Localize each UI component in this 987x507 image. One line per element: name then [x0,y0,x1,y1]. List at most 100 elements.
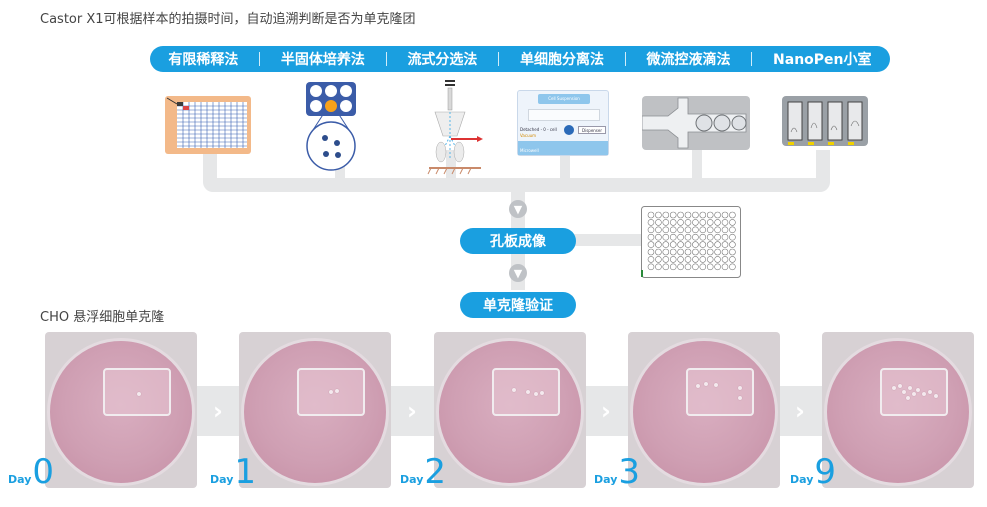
well [699,241,707,248]
well [684,211,692,219]
well [721,248,729,256]
divider [498,52,500,66]
well [684,248,692,256]
chevron-right-icon: › [407,397,417,425]
well [729,226,736,234]
well [692,219,699,226]
well [729,256,736,263]
well [669,233,677,241]
well [692,263,699,271]
day-image-0 [45,332,197,488]
well [721,263,729,271]
divider [751,52,753,66]
well [706,263,714,271]
well [706,211,714,219]
magnified-region [880,368,948,416]
well [647,263,655,271]
day-image-2 [434,332,586,488]
intro-text: Castor X1可根据样本的拍摄时间，自动追溯判断是否为单克隆团 [40,12,416,27]
method-semi-solid: 半固体培养法 [280,52,365,68]
well [714,233,721,241]
magnified-region [297,368,365,416]
well [662,241,670,248]
six-well-plate-icon [283,80,379,172]
day-image-3 [628,332,780,488]
well [655,219,662,226]
well [662,226,670,234]
well [729,219,736,226]
well [677,241,684,248]
well [699,219,707,226]
divider [624,52,626,66]
chip-label-left: Detached - 0 - cell [520,127,557,132]
magnified-region [686,368,754,416]
well [655,233,662,241]
well [706,219,714,226]
well [684,263,692,271]
arrow-down-icon: ▼ [509,264,527,282]
well [692,256,699,263]
well [706,233,714,241]
well [692,226,699,234]
well [647,248,655,256]
well [721,211,729,219]
flow-sorter-icon [402,78,498,178]
nanopen-chamber-icon [777,88,873,156]
well [669,241,677,248]
well [669,211,677,219]
well [714,211,721,219]
connector-to-plate [560,234,642,246]
ninety-six-well-plate-icon [641,206,741,278]
chip-label-right: Dispenser [578,126,606,134]
day-strip: › › › › [45,332,975,488]
well [647,219,655,226]
well [706,256,714,263]
well [677,256,684,263]
well [662,211,670,219]
well [655,211,662,219]
well [714,263,721,271]
well [647,226,655,234]
well [729,233,736,241]
well [662,233,670,241]
well [684,219,692,226]
cell-separation-chip-icon: Cell Suspension Detached - 0 - cell Vacu… [515,88,611,158]
well [714,241,721,248]
connector-horizontal [203,178,830,192]
day-label-0: Day 0 [8,452,55,492]
well [669,219,677,226]
well [714,248,721,256]
day-image-9 [822,332,974,488]
well [655,263,662,271]
well [669,263,677,271]
well [677,233,684,241]
well [699,233,707,241]
well [647,256,655,263]
well [655,241,662,248]
connector-left-drop [203,150,217,190]
arrow-down-icon: ▼ [509,200,527,218]
chip-label-bottom: Microwell [520,148,539,153]
chip-label-left2: Vacuum [520,133,537,138]
well [677,211,684,219]
magnified-region [492,368,560,416]
well [729,241,736,248]
day-label-1: Day 1 [210,452,257,492]
well [669,248,677,256]
day-label-2: Day 2 [400,452,447,492]
well [699,226,707,234]
well [692,233,699,241]
well [669,256,677,263]
well [721,241,729,248]
method-single-cell: 单细胞分离法 [519,52,604,68]
well [647,211,655,219]
well [677,248,684,256]
well [655,248,662,256]
well [655,256,662,263]
well [721,226,729,234]
method-microfluidic: 微流控液滴法 [646,52,731,68]
well [706,241,714,248]
well [677,219,684,226]
well [684,233,692,241]
well [721,233,729,241]
